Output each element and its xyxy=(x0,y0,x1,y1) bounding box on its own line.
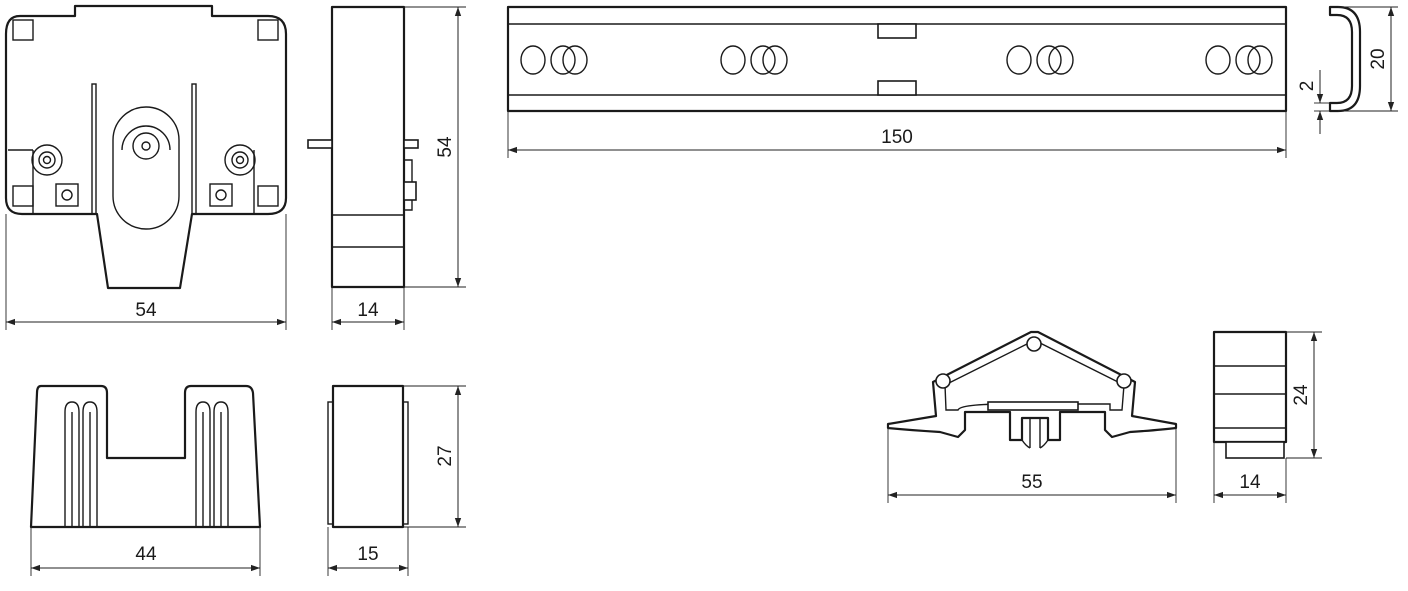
dim-holder-depth: 14 xyxy=(331,287,405,330)
dim-label-cover-width: 44 xyxy=(135,544,157,565)
rail-slot-4 xyxy=(1205,45,1273,75)
rail-slot-1 xyxy=(520,45,588,75)
dim-clip-depth: 14 xyxy=(1213,442,1287,503)
dim-rail-height: 20 xyxy=(1338,6,1398,112)
cover-front-view xyxy=(29,384,262,529)
rail-slot-3 xyxy=(1006,45,1074,75)
dim-label-rail-height: 20 xyxy=(1368,48,1389,69)
dim-holder-width: 54 xyxy=(5,214,287,330)
rail-front-view xyxy=(506,5,1288,113)
dim-cover-depth: 15 xyxy=(327,527,409,576)
dim-label-rail-length: 150 xyxy=(881,127,913,148)
dim-rail-length: 150 xyxy=(507,111,1287,158)
clip-side-view xyxy=(1212,330,1288,459)
dim-holder-height: 54 xyxy=(404,6,466,288)
dim-clip-width: 55 xyxy=(887,428,1177,503)
holder-front-view xyxy=(4,4,288,290)
dim-label-holder-width: 54 xyxy=(135,300,157,321)
holder-side-view xyxy=(307,5,419,289)
dim-label-clip-width: 55 xyxy=(1021,472,1042,493)
rail-slot-2 xyxy=(720,45,788,75)
dim-label-cover-height: 27 xyxy=(435,445,456,466)
dim-label-rail-thickness: 2 xyxy=(1297,81,1318,92)
dim-label-clip-depth: 14 xyxy=(1239,472,1261,493)
dim-label-holder-height: 54 xyxy=(435,136,456,158)
dim-label-clip-height: 24 xyxy=(1291,384,1312,406)
dim-label-cover-depth: 15 xyxy=(357,544,378,565)
clip-front-view xyxy=(886,330,1178,449)
dim-cover-width: 44 xyxy=(30,527,261,576)
dim-label-holder-depth: 14 xyxy=(357,300,379,321)
cover-side-view xyxy=(327,384,409,529)
rail-profile-view xyxy=(1328,5,1362,113)
dim-cover-height: 27 xyxy=(403,385,466,528)
dim-clip-height: 24 xyxy=(1286,331,1322,459)
dim-rail-thickness: 2 xyxy=(1297,70,1330,134)
